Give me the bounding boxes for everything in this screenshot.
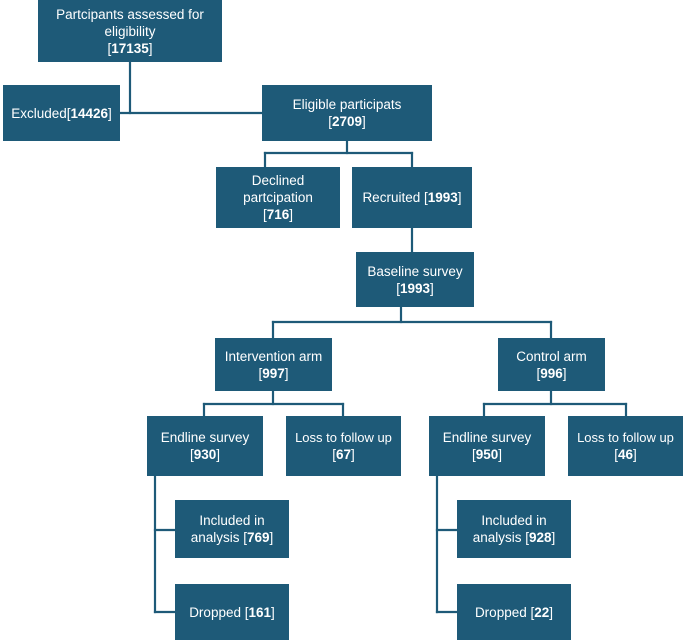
eligible-box: Eligible participats [2709] (262, 85, 432, 141)
control-arm-box: Control arm [996] (498, 338, 605, 391)
eligible-count: [2709] (328, 114, 366, 129)
assessed-count: [17135] (107, 40, 153, 56)
int-loss-count: [67] (332, 447, 355, 462)
control-loss-box: Loss to follow up [46] (568, 416, 683, 476)
int-endline-count-value: 930 (193, 447, 217, 462)
baseline-count: [1993] (396, 280, 434, 296)
int-loss-count-value: 67 (335, 447, 352, 462)
intervention-count-value: 997 (262, 365, 285, 381)
baseline-label: Baseline survey (367, 263, 463, 279)
recruited-label: Recruited (362, 190, 421, 205)
recruited-box: Recruited [1993] (352, 167, 472, 228)
control-endline-box: Endline survey [950] (429, 416, 545, 476)
control-dropped-box: Dropped [22] (457, 584, 571, 640)
assessed-label: Partcipants assessed for eligibility (56, 6, 204, 39)
declined-box: Declined partcipation [716] (216, 167, 340, 228)
ctl-loss-count: [46] (614, 447, 637, 462)
control-label: Control arm (516, 348, 587, 364)
control-count-value: 996 (540, 365, 563, 381)
declined-count: [716] (262, 207, 294, 222)
eligible-label: Eligible participats (292, 97, 402, 112)
intervention-loss-box: Loss to follow up [67] (286, 416, 401, 476)
recruited-text: Recruited [1993] (362, 190, 462, 205)
baseline-box: Baseline survey [1993] (356, 252, 474, 307)
intervention-endline-box: Endline survey [930] (147, 416, 263, 476)
ctl-endline-label: Endline survey (442, 430, 532, 445)
excluded-text: Excluded[14426] (11, 105, 112, 121)
ctl-loss-count-value: 46 (617, 447, 634, 462)
int-loss-label: Loss to follow up (295, 430, 392, 445)
ctl-endline-count: [950] (471, 447, 503, 462)
control-included-box: Included in analysis [928] (457, 500, 571, 558)
assessed-count-value: 17135 (111, 40, 149, 56)
int-dropped-label: Dropped (189, 604, 241, 620)
intervention-dropped-box: Dropped [161] (175, 584, 289, 640)
int-included-text: Included in analysis [769] (190, 513, 274, 545)
excluded-box: Excluded[14426] (3, 85, 120, 141)
int-included-count-value: 769 (247, 530, 270, 545)
intervention-count: [997] (258, 365, 289, 381)
ctl-dropped-label: Dropped (474, 604, 527, 620)
intervention-arm-box: Intervention arm [997] (215, 338, 332, 391)
baseline-count-value: 1993 (399, 280, 431, 296)
assessed-box: Partcipants assessed for eligibility [17… (38, 0, 222, 62)
int-endline-count: [930] (189, 447, 221, 462)
ctl-endline-count-value: 950 (475, 447, 499, 462)
declined-count-value: 716 (266, 207, 290, 222)
ctl-dropped-count-value: 22 (534, 604, 550, 620)
declined-label: Declined partcipation (243, 173, 313, 205)
ctl-dropped-text: Dropped [22] (474, 604, 554, 620)
int-dropped-text: Dropped [161] (189, 604, 275, 620)
eligible-count-value: 2709 (331, 114, 363, 129)
ctl-included-count-value: 928 (529, 530, 552, 545)
excluded-label: Excluded (11, 105, 67, 121)
int-dropped-count-value: 161 (248, 604, 272, 620)
int-endline-label: Endline survey (160, 430, 250, 445)
ctl-included-label: Included in analysis (472, 513, 547, 545)
intervention-label: Intervention arm (224, 348, 323, 364)
excluded-count-value: 14426 (70, 105, 109, 121)
intervention-included-box: Included in analysis [769] (175, 500, 289, 558)
recruited-count-value: 1993 (427, 190, 458, 205)
ctl-loss-label: Loss to follow up (577, 430, 674, 445)
control-count: [996] (536, 365, 567, 381)
int-included-label: Included in analysis (190, 513, 265, 545)
ctl-included-text: Included in analysis [928] (472, 513, 556, 545)
